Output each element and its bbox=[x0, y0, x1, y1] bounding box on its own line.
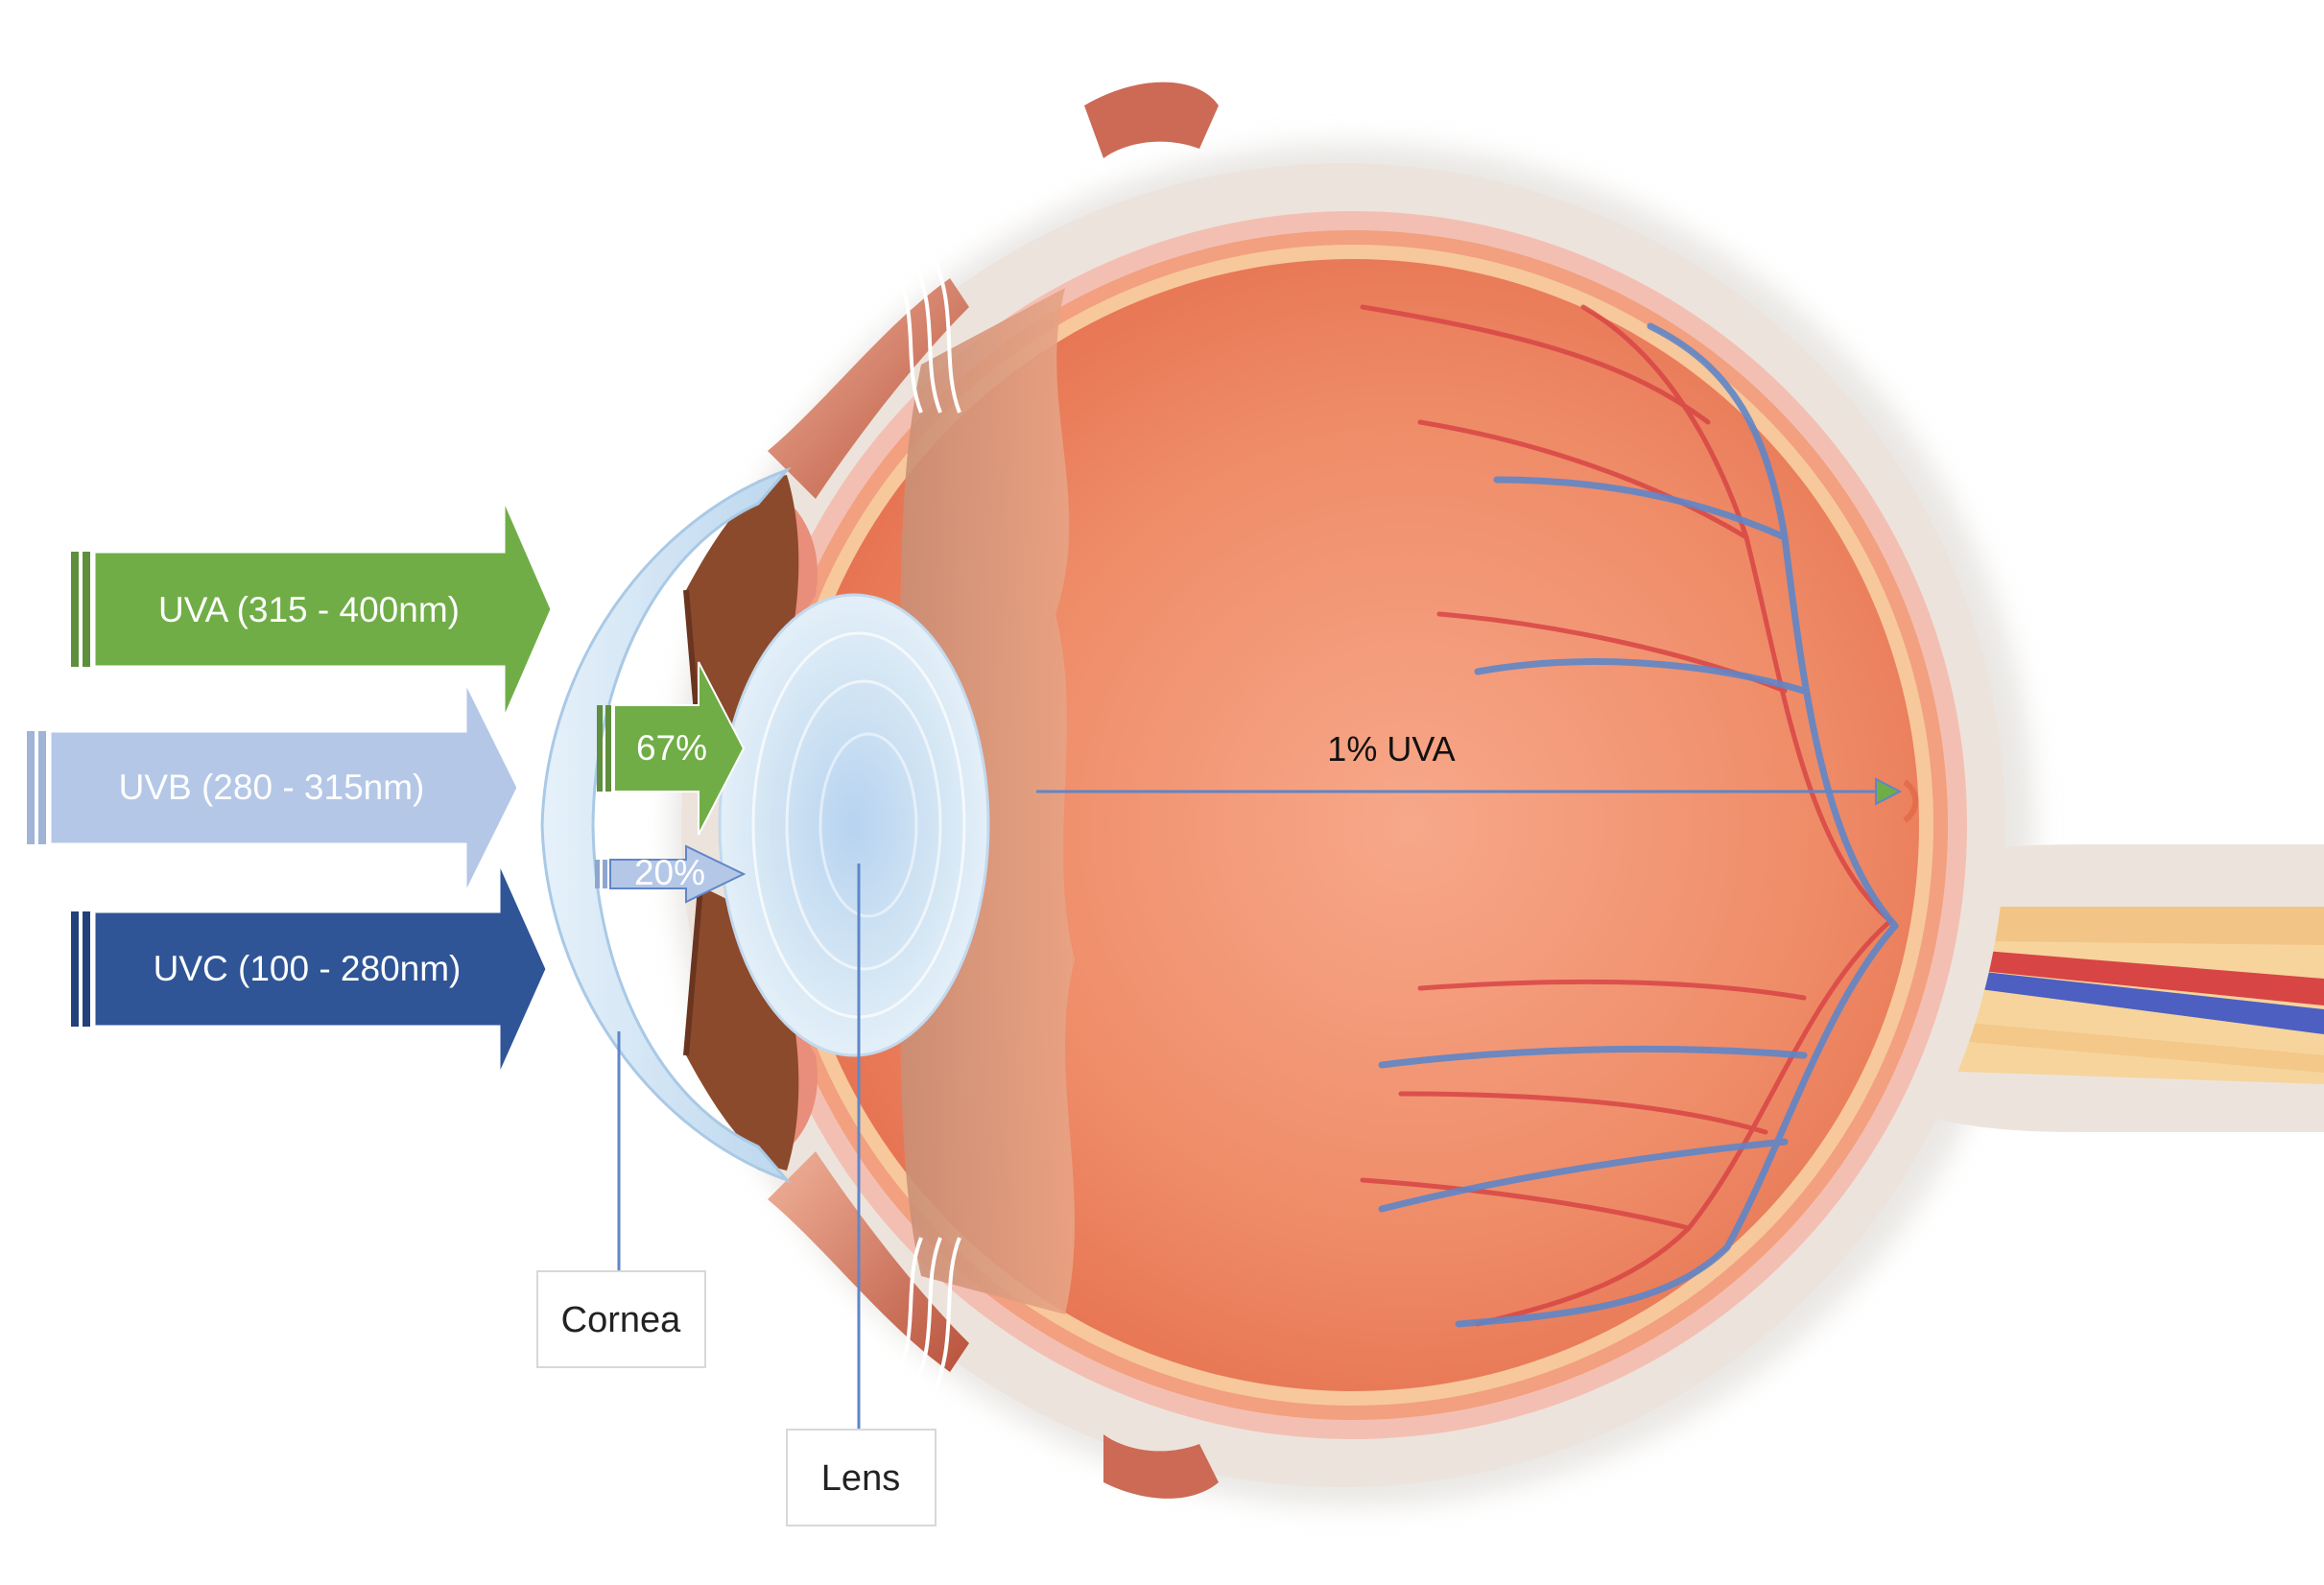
uvb-arrow: UVB (280 - 315nm) bbox=[27, 680, 520, 895]
lens-callout: Lens bbox=[786, 863, 937, 1526]
uva-label: UVA (315 - 400nm) bbox=[158, 590, 460, 629]
retinal-vessels bbox=[1360, 304, 1899, 1328]
retina-uva-label: 1% UVA bbox=[1327, 729, 1455, 769]
lens-label: Lens bbox=[821, 1458, 900, 1499]
cornea-callout: Cornea bbox=[536, 1031, 706, 1368]
retina-ray: 1% UVA bbox=[1036, 729, 1903, 806]
retinal-artery-trunk bbox=[1914, 945, 2324, 1005]
uva-transmitted-label: 67% bbox=[636, 728, 707, 768]
cornea-label: Cornea bbox=[561, 1300, 681, 1340]
uva-arrow: UVA (315 - 400nm) bbox=[71, 498, 554, 721]
uvb-transmitted-label: 20% bbox=[634, 853, 705, 892]
lens bbox=[718, 593, 990, 1057]
uvb-label: UVB (280 - 315nm) bbox=[119, 768, 425, 807]
extraocular-muscles bbox=[1084, 82, 1219, 1499]
retinal-vein-trunk bbox=[1914, 964, 2324, 1034]
uvc-label: UVC (100 - 280nm) bbox=[154, 949, 462, 988]
fovea bbox=[1903, 779, 1919, 823]
uvb-transmitted-arrow: 20% bbox=[595, 844, 747, 904]
uvc-arrow: UVC (100 - 280nm) bbox=[71, 861, 549, 1077]
cornea bbox=[540, 466, 792, 1184]
uva-transmitted-arrow: 67% bbox=[597, 661, 746, 836]
